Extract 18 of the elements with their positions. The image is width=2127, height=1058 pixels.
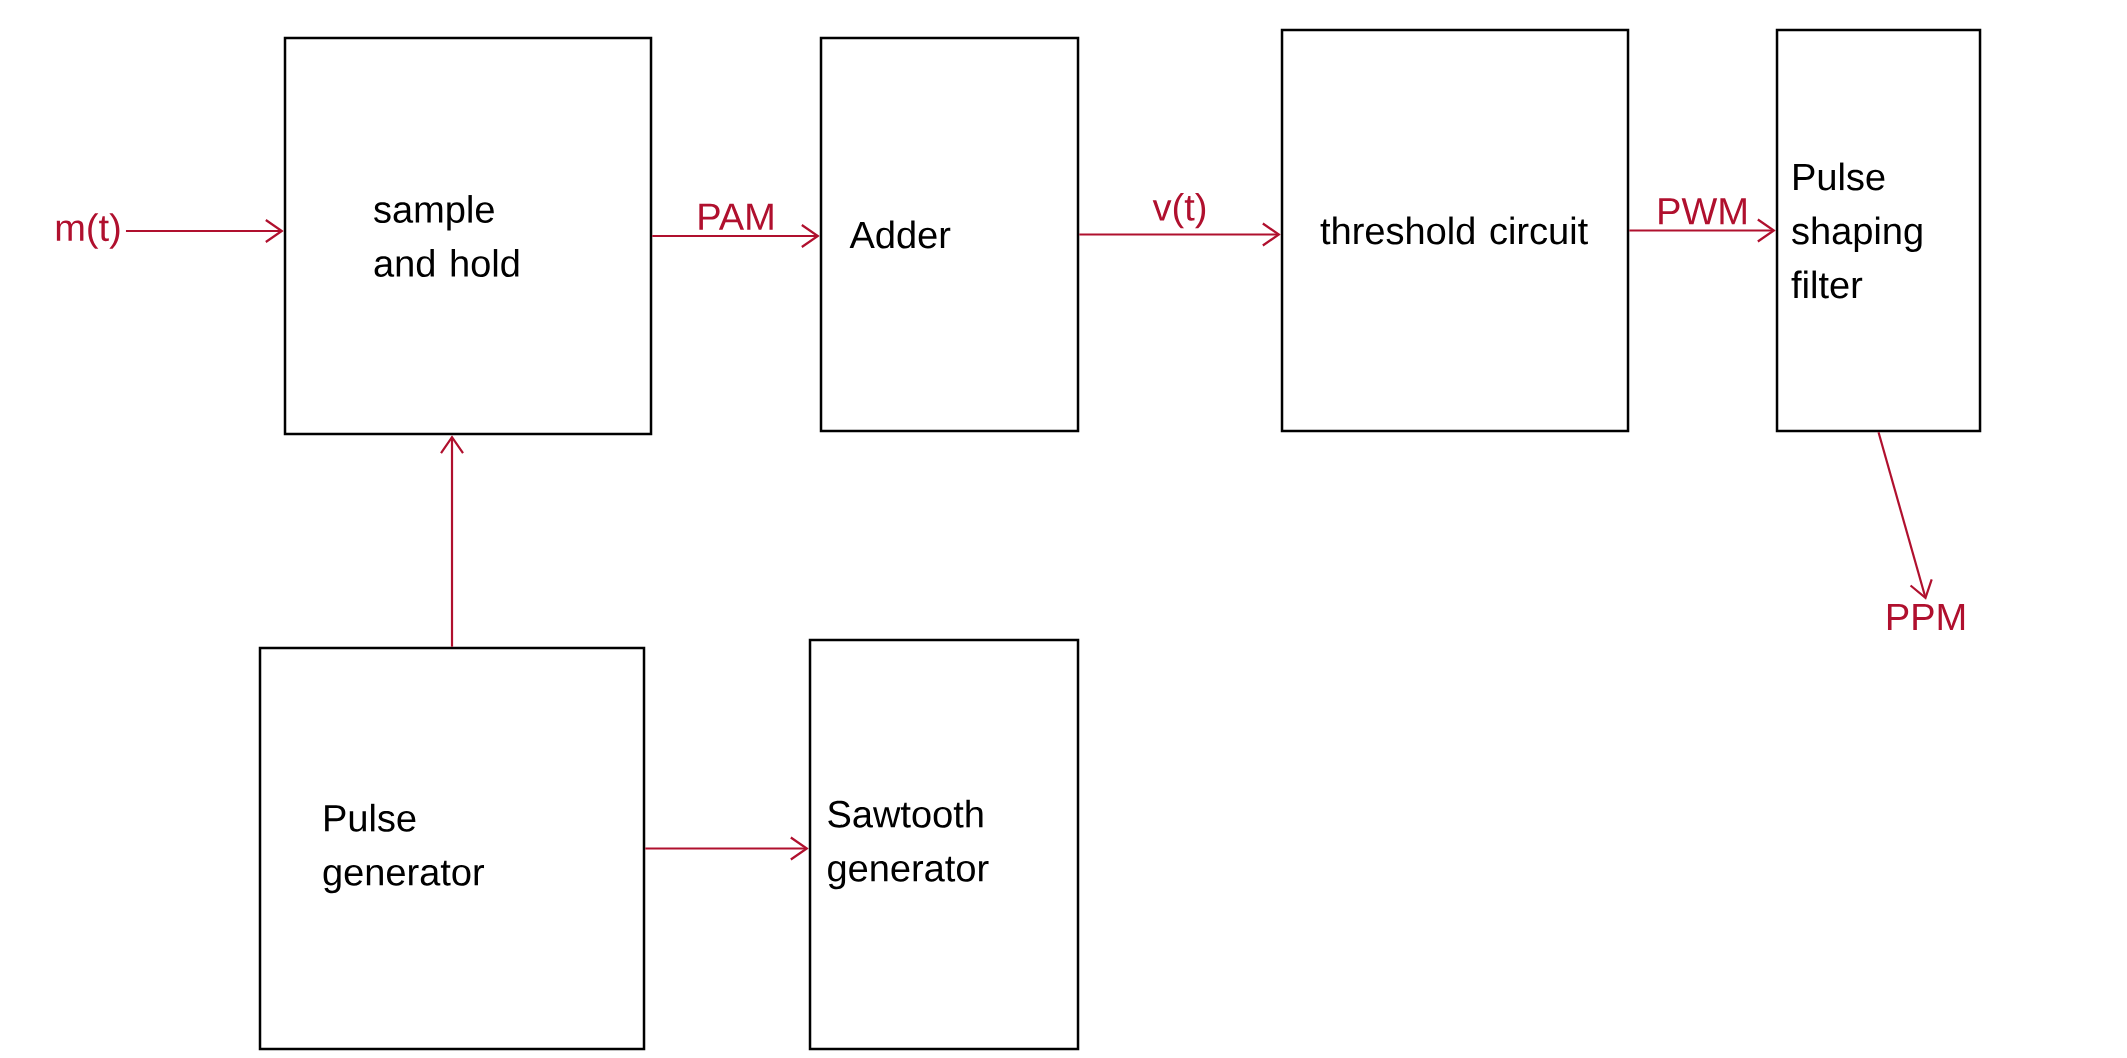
- edge-label: PWM: [1659, 198, 1746, 225]
- arrow: [125, 219, 284, 243]
- block-box: Pulse generator: [258, 646, 646, 1051]
- edge-label: v(t): [1152, 192, 1206, 229]
- block-box: threshold circuit: [1280, 28, 1630, 433]
- signal-label: PPM: [1887, 603, 1965, 631]
- arrow: [440, 435, 464, 647]
- arrow: [652, 224, 820, 248]
- arrow: [1629, 218, 1776, 243]
- block-box: Sawtooth generator: [808, 638, 1080, 1051]
- signal-label: m(t): [56, 213, 120, 249]
- block-box: Adder: [819, 36, 1080, 433]
- block-box: sample and hold: [283, 36, 653, 436]
- arrow: [1079, 222, 1281, 247]
- arrow: [645, 836, 809, 861]
- edge-label: PAM: [699, 203, 773, 230]
- block-box: Pulse shaping filter: [1775, 28, 1982, 433]
- arrow: [1877, 431, 1933, 600]
